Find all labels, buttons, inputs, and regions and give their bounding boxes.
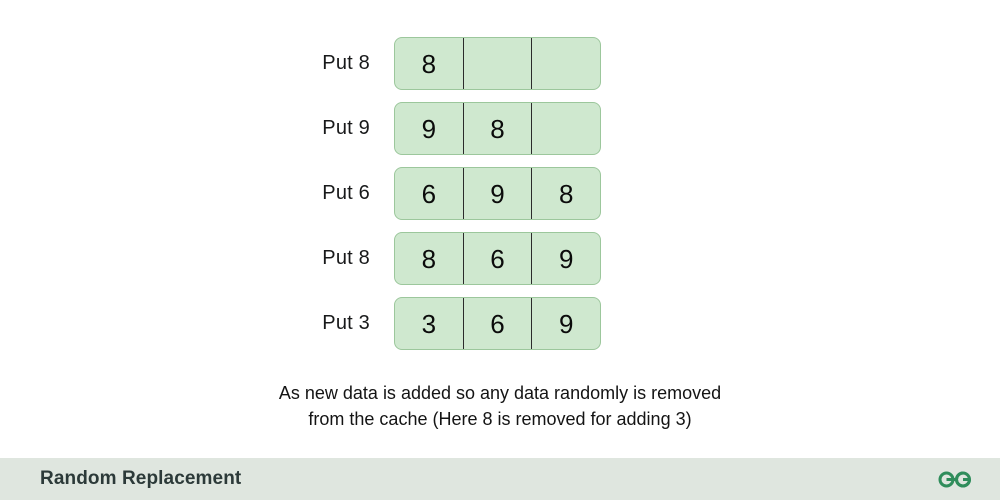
cache-box: 6 9 8: [394, 167, 601, 220]
cache-step-row: Put 6 6 9 8: [0, 167, 1000, 220]
cache-box: 9 8: [394, 102, 601, 155]
cache-cell: 9: [464, 168, 533, 219]
cache-box: 8 6 9: [394, 232, 601, 285]
footer-bar: Random Replacement: [0, 458, 1000, 500]
cache-steps-list: Put 8 8 Put 9 9 8 Put 6 6 9 8: [0, 37, 1000, 362]
cache-step-row: Put 8 8 6 9: [0, 232, 1000, 285]
cache-cell: 9: [558, 308, 574, 339]
cache-cell: 8: [395, 38, 464, 89]
cache-step-row: Put 9 9 8: [0, 102, 1000, 155]
step-label: Put 8: [322, 52, 370, 74]
cache-cell: [464, 38, 533, 89]
caption-line-2: from the cache (Here 8 is removed for ad…: [308, 409, 692, 429]
cache-cell: 6: [395, 168, 464, 219]
step-label: Put 3: [322, 312, 370, 334]
random-replacement-diagram: Put 8 8 Put 9 9 8 Put 6 6 9 8: [0, 37, 1000, 432]
cache-cell: [532, 38, 600, 89]
diagram-caption: As new data is added so any data randoml…: [0, 380, 1000, 432]
cache-cell: 9: [558, 243, 574, 274]
cache-cell: 6: [464, 233, 533, 284]
footer-title: Random Replacement: [40, 468, 242, 489]
cache-step-row: Put 8 8: [0, 37, 1000, 90]
cache-cell: [532, 103, 600, 154]
cache-cell: 8: [395, 233, 464, 284]
cache-step-row: Put 3 3 6 9: [0, 297, 1000, 350]
cache-box: 3 6 9: [394, 297, 601, 350]
step-label: Put 8: [322, 247, 370, 269]
cache-cell: 9: [395, 103, 464, 154]
step-label: Put 6: [322, 182, 370, 204]
cache-cell: 3: [395, 298, 464, 349]
cache-cell: 8: [558, 178, 574, 209]
cache-cell: 8: [464, 103, 533, 154]
geeksforgeeks-logo: [932, 466, 978, 492]
cache-cell: 6: [464, 298, 533, 349]
cache-box: 8: [394, 37, 601, 90]
step-label: Put 9: [322, 117, 370, 139]
caption-line-1: As new data is added so any data randoml…: [278, 383, 722, 403]
